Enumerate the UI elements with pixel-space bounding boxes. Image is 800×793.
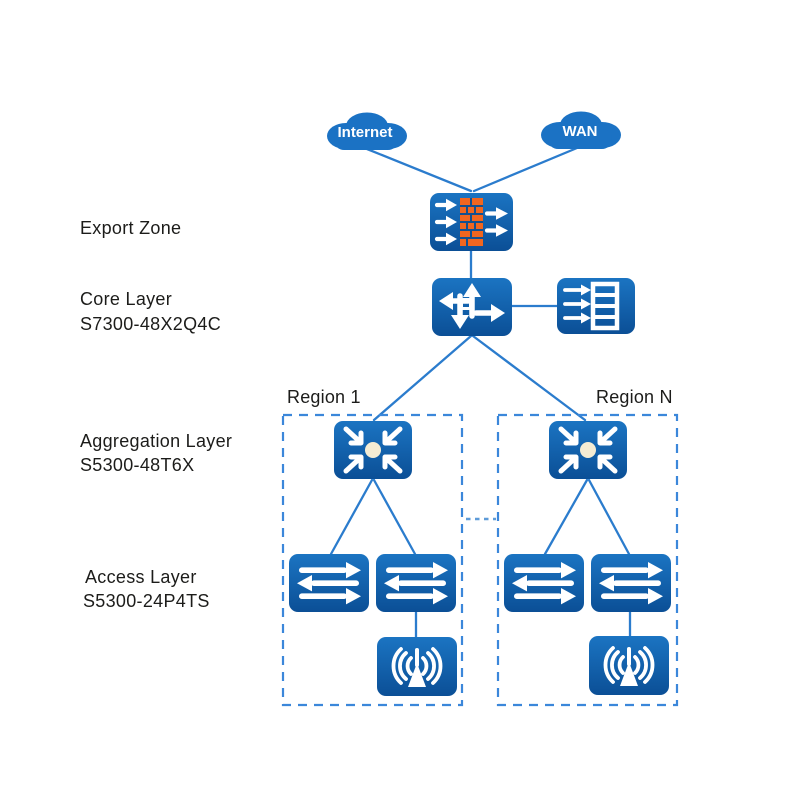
link-core-agg1 — [372, 334, 473, 422]
firewall-icon — [430, 193, 513, 251]
access-model-label: S5300-24P4TS — [83, 591, 210, 611]
internet-cloud: Internet — [327, 112, 407, 150]
core-router-icon — [432, 278, 512, 336]
region-n-label: Region N — [596, 387, 673, 407]
wan-cloud-label: WAN — [563, 123, 598, 140]
access-switch-icon-region1-a — [289, 554, 369, 612]
core-layer-label: Core Layer — [80, 289, 172, 309]
link-agg1-access2 — [372, 478, 417, 556]
access-switch-icon-regionN-a — [504, 554, 584, 612]
link-core-aggN — [471, 334, 587, 422]
internet-cloud-label: Internet — [337, 124, 392, 141]
aggregation-switch-icon-regionN — [549, 421, 627, 479]
link-agg1-access1 — [329, 478, 374, 556]
region-1-label: Region 1 — [287, 387, 361, 407]
connection-links — [329, 146, 632, 640]
access-switch-icon-region1-b — [376, 554, 456, 612]
export-zone-label: Export Zone — [80, 218, 181, 238]
access-layer-label: Access Layer — [85, 567, 197, 587]
server-stack-icon — [557, 278, 635, 334]
region-n-boundary — [496, 413, 679, 707]
link-aggN-access4 — [587, 478, 631, 556]
region-1-boundary — [281, 413, 464, 707]
link-wan-firewall — [472, 146, 579, 193]
link-internet-firewall — [365, 147, 473, 193]
aggregation-switch-icon-region1 — [334, 421, 412, 479]
aggregation-layer-label: Aggregation Layer — [80, 431, 232, 451]
wireless-ap-icon-region1 — [375, 635, 459, 698]
wan-cloud: WAN — [541, 111, 621, 149]
link-aggN-access3 — [543, 478, 589, 556]
core-model-label: S7300-48X2Q4C — [80, 314, 221, 334]
wireless-ap-icon-regionN — [587, 634, 671, 697]
aggregation-model-label: S5300-48T6X — [80, 455, 194, 475]
access-switch-icon-regionN-b — [591, 554, 671, 612]
